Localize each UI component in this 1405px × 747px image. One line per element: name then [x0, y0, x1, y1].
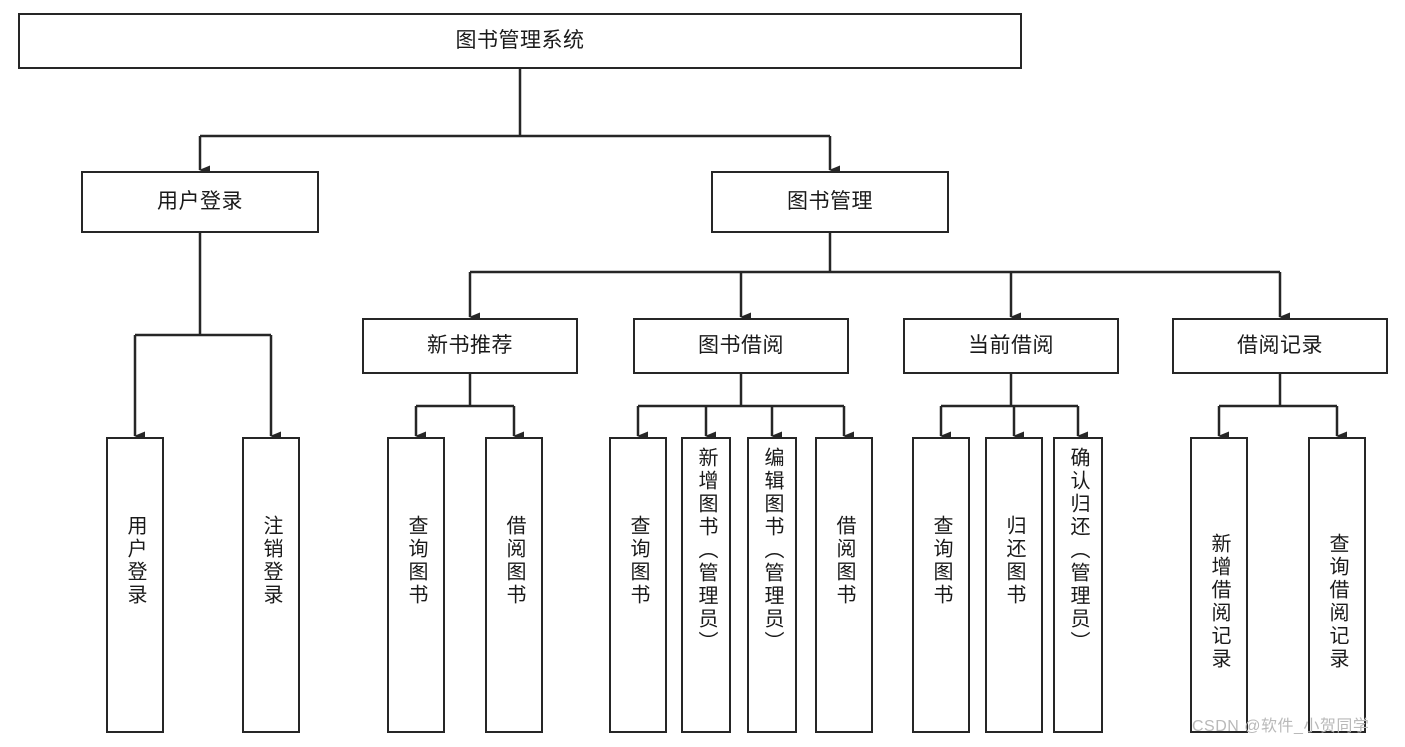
node-label-leaf-borrow-book-1: 借阅图书 — [503, 515, 525, 607]
node-book-manage[interactable]: 图书管理 — [711, 171, 949, 233]
node-label-book-manage: 图书管理 — [787, 189, 873, 213]
node-label-leaf-add-book: 新增图书（管理员） — [695, 447, 717, 654]
node-leaf-borrow-book-1[interactable]: 借阅图书 — [485, 437, 543, 733]
node-label-root: 图书管理系统 — [455, 28, 585, 52]
node-leaf-query-book-3[interactable]: 查询图书 — [912, 437, 970, 733]
node-label-leaf-return-book: 归还图书 — [1003, 515, 1025, 607]
node-leaf-query-book-2[interactable]: 查询图书 — [609, 437, 667, 733]
node-leaf-logout[interactable]: 注销登录 — [242, 437, 300, 733]
node-current-borrow[interactable]: 当前借阅 — [903, 318, 1119, 374]
node-label-current-borrow: 当前借阅 — [968, 333, 1054, 357]
node-label-leaf-logout: 注销登录 — [260, 515, 282, 607]
node-borrow-record[interactable]: 借阅记录 — [1172, 318, 1388, 374]
node-label-leaf-query-book-2: 查询图书 — [627, 515, 649, 607]
node-label-leaf-query-book-3: 查询图书 — [930, 515, 952, 607]
node-leaf-add-book[interactable]: 新增图书（管理员） — [681, 437, 731, 733]
node-book-borrow[interactable]: 图书借阅 — [633, 318, 849, 374]
node-leaf-confirm-return[interactable]: 确认归还（管理员） — [1053, 437, 1103, 733]
node-label-leaf-query-book-1: 查询图书 — [405, 515, 427, 607]
node-label-leaf-edit-book: 编辑图书（管理员） — [761, 447, 783, 654]
node-label-leaf-confirm-return: 确认归还（管理员） — [1067, 447, 1089, 654]
node-leaf-query-book-1[interactable]: 查询图书 — [387, 437, 445, 733]
node-label-borrow-record: 借阅记录 — [1237, 333, 1323, 357]
node-user-login[interactable]: 用户登录 — [81, 171, 319, 233]
edge-paths — [133, 69, 1347, 441]
node-label-book-borrow: 图书借阅 — [698, 333, 784, 357]
node-root[interactable]: 图书管理系统 — [18, 13, 1022, 69]
node-leaf-borrow-book-2[interactable]: 借阅图书 — [815, 437, 873, 733]
node-label-user-login: 用户登录 — [157, 189, 243, 213]
node-label-leaf-borrow-book-2: 借阅图书 — [833, 515, 855, 607]
node-leaf-edit-book[interactable]: 编辑图书（管理员） — [747, 437, 797, 733]
node-label-leaf-user-login: 用户登录 — [124, 515, 146, 607]
node-new-book-rec[interactable]: 新书推荐 — [362, 318, 578, 374]
node-leaf-return-book[interactable]: 归还图书 — [985, 437, 1043, 733]
node-label-new-book-rec: 新书推荐 — [427, 333, 513, 357]
node-leaf-user-login[interactable]: 用户登录 — [106, 437, 164, 733]
node-leaf-add-record[interactable]: 新增借阅记录 — [1190, 437, 1248, 733]
node-label-leaf-add-record: 新增借阅记录 — [1208, 533, 1230, 671]
node-label-leaf-query-record: 查询借阅记录 — [1326, 533, 1348, 671]
node-leaf-query-record[interactable]: 查询借阅记录 — [1308, 437, 1366, 733]
